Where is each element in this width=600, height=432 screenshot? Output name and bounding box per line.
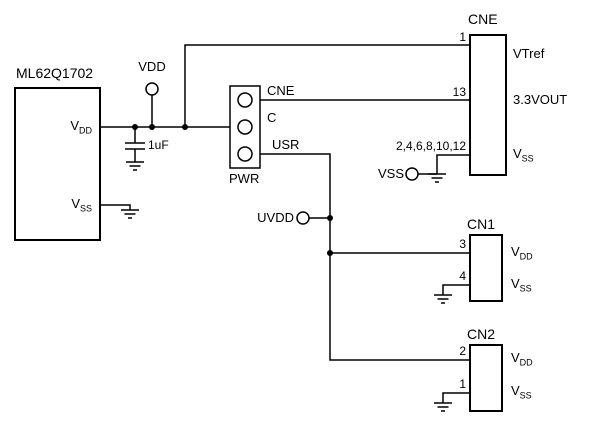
wire-pwr-usr-to-cn2-pin2 <box>252 153 470 361</box>
cn2-pin1-name: VSS <box>511 383 532 401</box>
junction-dot <box>182 124 188 130</box>
junction-dot <box>132 124 138 130</box>
wire-mcu-vss-to-ground <box>100 204 131 210</box>
junction-dot <box>149 124 155 130</box>
mcu-pin-vdd-label: VDD <box>70 118 92 136</box>
pwr-pin-cne-circle <box>237 92 253 108</box>
ground-icon <box>125 161 145 171</box>
mcu-title: ML62Q1702 <box>16 65 94 81</box>
vdd-terminal-label: VDD <box>138 59 166 74</box>
ground-icon <box>120 209 140 219</box>
cn2-pin2-name: VDD <box>511 350 533 368</box>
ground-icon <box>433 294 453 304</box>
pwr-pin-usr-label: USR <box>272 137 300 152</box>
cne-title: CNE <box>468 11 498 27</box>
junction-dot <box>327 250 333 256</box>
pwr-pin-c-circle <box>237 119 253 135</box>
vss-terminal-label: VSS <box>377 166 404 181</box>
cn1-pin4-number: 4 <box>459 269 466 283</box>
cne-pin1-number: 1 <box>459 30 466 44</box>
wire-vdd-to-cne-pin1 <box>184 44 470 127</box>
pwr-pin-cne-label: CNE <box>267 83 295 98</box>
cn2-pin1-number: 1 <box>459 377 466 391</box>
uvdd-terminal-label: UVDD <box>257 210 294 225</box>
cn1-pin4-name: VSS <box>511 276 532 294</box>
mcu-pin-vss-label: VSS <box>71 196 92 214</box>
cn1-title: CN1 <box>467 216 496 232</box>
cn1-pin3-name: VDD <box>511 244 533 262</box>
cn1-pin3-number: 3 <box>459 237 466 251</box>
cn2-title: CN2 <box>467 326 496 342</box>
cne-pin13-name: 3.3VOUT <box>513 92 568 107</box>
cn1-connector-box <box>469 234 503 302</box>
cne-pin13-number: 13 <box>452 85 466 99</box>
vss-terminal-circle <box>405 167 419 181</box>
cne-pin1-name: VTref <box>513 46 545 61</box>
ground-icon <box>427 173 447 183</box>
capacitor-value-label: 1uF <box>148 138 169 152</box>
cn2-connector-box <box>469 344 503 412</box>
cn2-pin2-number: 2 <box>459 344 466 358</box>
cne-connector-box <box>469 34 507 176</box>
ground-icon <box>433 402 453 412</box>
wire-cne-vss-to-ground <box>436 154 470 174</box>
mcu-box <box>14 87 101 241</box>
wire-cn2-vss-to-ground <box>442 392 470 403</box>
cne-vss-pin-name: VSS <box>513 146 534 164</box>
wire-cn1-vss-to-ground <box>442 284 470 295</box>
vdd-terminal-circle <box>145 82 159 96</box>
cne-vss-pin-numbers: 2,4,6,8,10,12 <box>395 139 466 153</box>
junction-dot <box>327 215 333 221</box>
uvdd-terminal-circle <box>296 211 310 225</box>
pwr-title: PWR <box>229 171 260 186</box>
pwr-pin-usr-circle <box>237 146 253 162</box>
pwr-pin-c-label: C <box>267 110 277 125</box>
